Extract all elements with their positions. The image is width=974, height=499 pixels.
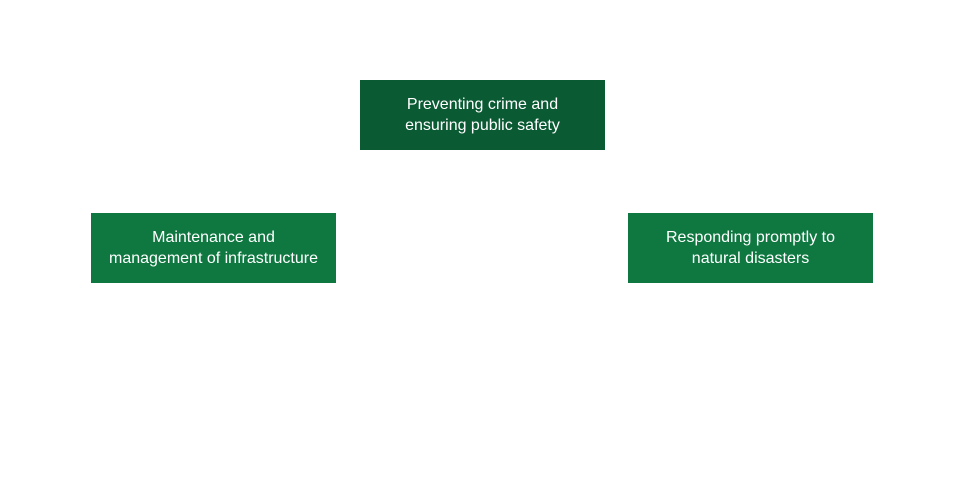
node-natural-disasters: Responding promptly to natural disasters: [628, 213, 873, 283]
node-public-safety-label: Preventing crime and ensuring public saf…: [405, 96, 560, 134]
node-infrastructure-label: Maintenance and management of infrastruc…: [109, 229, 318, 267]
node-infrastructure: Maintenance and management of infrastruc…: [91, 213, 336, 283]
node-public-safety: Preventing crime and ensuring public saf…: [360, 80, 605, 150]
node-natural-disasters-label: Responding promptly to natural disasters: [666, 229, 835, 267]
